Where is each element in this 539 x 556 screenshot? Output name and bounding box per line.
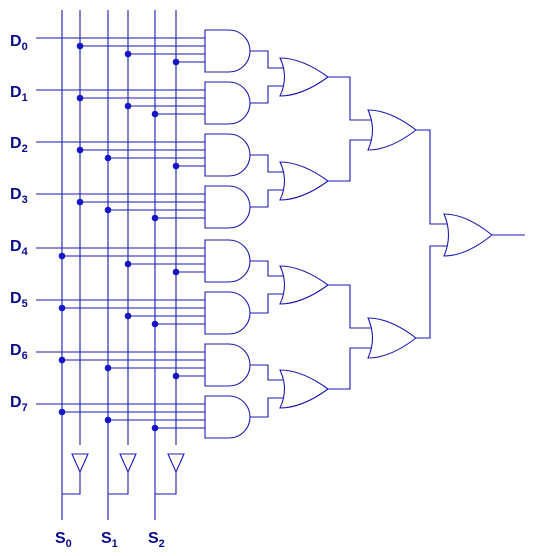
select-label-s2: S2 [148, 530, 165, 550]
labels: D0 D1 D2 D3 D4 D5 D6 D7 S0 S1 S2 [10, 33, 165, 550]
input-label-d3: D3 [10, 186, 28, 206]
and-gate-4 [204, 239, 251, 283]
junction-dot [172, 162, 180, 170]
not-gate-1 [119, 453, 137, 474]
inverter-feed-1 [108, 472, 129, 495]
and-gate-7 [204, 395, 251, 439]
input-label-d0: D0 [10, 33, 28, 53]
junction-dot [104, 364, 112, 372]
and-gate-2 [204, 133, 251, 177]
or1-wire-a-3 [250, 364, 284, 381]
or3-wire-a [416, 129, 448, 225]
or3-wire-b [416, 245, 448, 339]
or-gate-stage2-1 [367, 317, 417, 359]
or-gate-final [443, 213, 493, 257]
and-gate-6 [204, 343, 251, 387]
or1-wire-a-1 [250, 154, 284, 173]
input-label-d5: D5 [10, 290, 28, 310]
junction-dot [124, 102, 132, 110]
junction-dot [104, 154, 112, 162]
or1-wire-a-2 [250, 260, 284, 277]
or-gate-stage1-0 [279, 57, 329, 97]
or-gate-stage1-2 [279, 265, 329, 305]
junction-dot [76, 94, 84, 102]
junction-dot [58, 304, 66, 312]
select-label-s1: S1 [101, 530, 118, 550]
and-gate-0 [204, 29, 251, 73]
or-gate-stage1-3 [279, 369, 329, 409]
or1-wire-a-0 [250, 50, 284, 69]
junction-dot [58, 356, 66, 364]
or1-wire-b-2 [250, 293, 284, 314]
junction-dot [124, 312, 132, 320]
junction-dot [104, 206, 112, 214]
input-label-d7: D7 [10, 394, 28, 414]
input-label-d2: D2 [10, 135, 28, 155]
not-gate-0 [71, 453, 89, 474]
gates [71, 29, 493, 474]
or1-wire-b-0 [250, 85, 284, 104]
junction-dot [124, 50, 132, 58]
junction-dot [124, 260, 132, 268]
junction-dot [76, 198, 84, 206]
or-gate-stage1-1 [279, 161, 329, 201]
junction-dot [172, 372, 180, 380]
and-gate-1 [204, 81, 251, 125]
input-label-d1: D1 [10, 84, 28, 104]
or2-wire-b-1 [328, 347, 372, 390]
inverter-feed-2 [155, 472, 177, 495]
or-gate-stage2-0 [367, 109, 417, 151]
or1-wire-b-1 [250, 189, 284, 208]
inverter-feed-0 [62, 472, 81, 495]
junction-dot [151, 110, 159, 118]
and-gate-3 [204, 185, 251, 229]
or2-wire-b-0 [328, 139, 372, 182]
not-gate-2 [167, 453, 185, 474]
junction-dot [58, 252, 66, 260]
or2-wire-a-0 [328, 76, 372, 121]
select-label-s0: S0 [55, 530, 72, 550]
junction-dot [76, 146, 84, 154]
junction-dot [104, 416, 112, 424]
junction-dot [76, 42, 84, 50]
input-label-d6: D6 [10, 342, 28, 362]
or1-wire-b-3 [250, 397, 284, 418]
wires [36, 10, 525, 520]
junctions [58, 42, 180, 432]
junction-dot [58, 408, 66, 416]
and-gate-5 [204, 291, 251, 335]
input-label-d4: D4 [10, 238, 29, 258]
junction-dot [172, 268, 180, 276]
or2-wire-a-1 [328, 284, 372, 329]
junction-dot [151, 214, 159, 222]
junction-dot [151, 320, 159, 328]
junction-dot [151, 424, 159, 432]
junction-dot [172, 58, 180, 66]
